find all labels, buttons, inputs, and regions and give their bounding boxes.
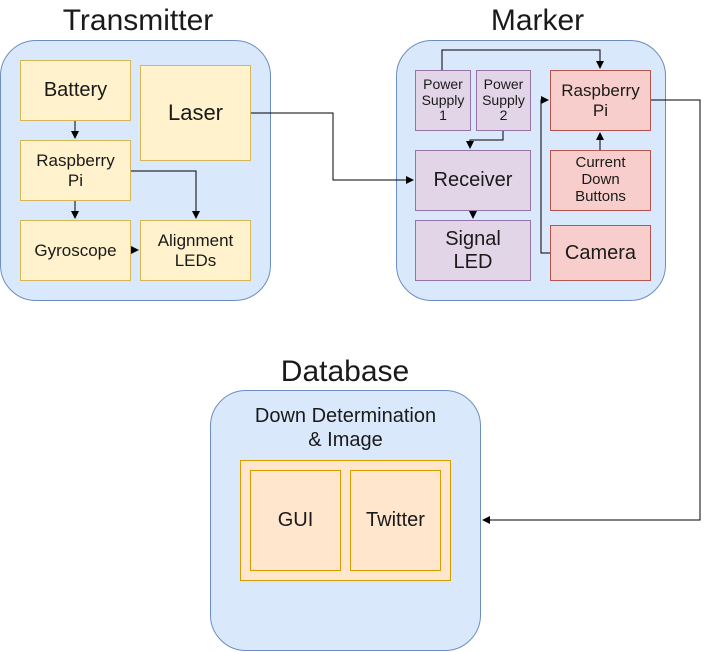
database-heading: Down Determination & Image [254,405,437,451]
marker-title: Marker [490,4,585,37]
power-supply-1-to-pi-arrow [441,49,604,70]
pi-to-database-arrow [482,99,701,524]
receiver-box: Receiver [415,150,531,211]
gyroscope-box: Gyroscope [20,220,131,281]
laser-to-receiver-arrow [251,112,414,184]
signal-led-box: Signal LED [415,220,531,281]
marker-raspberry-pi-box: Raspberry Pi [550,70,651,131]
laser-box: Laser [140,65,251,161]
gui-box: GUI [250,470,341,571]
battery-box: Battery [20,60,131,121]
power-supply-1-box: Power Supply 1 [415,70,471,131]
transmitter-title: Transmitter [62,4,214,37]
power-supply-2-to-receiver-arrow [466,131,504,149]
pi-to-alignment-leds-arrow [131,170,200,219]
camera-box: Camera [550,225,651,281]
transmitter-raspberry-pi-box: Raspberry Pi [20,140,131,201]
power-supply-2-box: Power Supply 2 [476,70,531,131]
alignment-leds-box: Alignment LEDs [140,220,251,281]
twitter-box: Twitter [350,470,441,571]
database-title: Database [280,355,410,388]
camera-to-pi-arrow [540,96,550,254]
current-down-buttons-box: Current Down Buttons [550,150,651,211]
